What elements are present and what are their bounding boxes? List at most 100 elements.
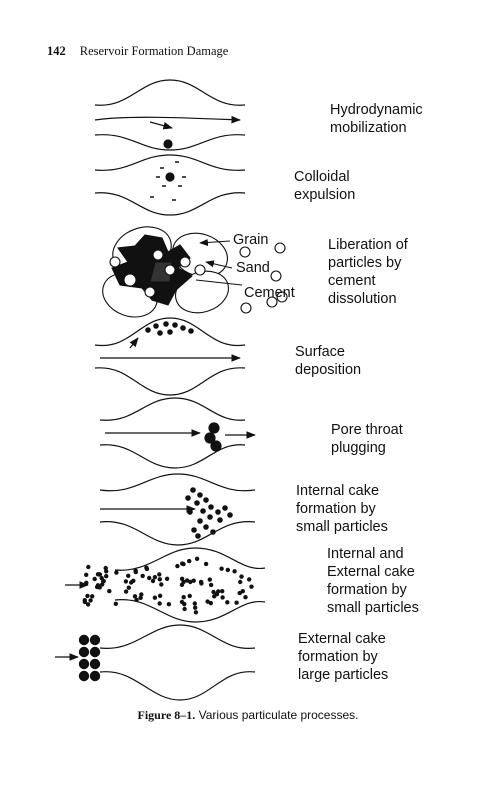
particle [82, 599, 88, 605]
particle [85, 593, 90, 599]
particle [225, 600, 230, 605]
particle [92, 576, 97, 582]
particle [239, 574, 244, 579]
page-number: 142 [47, 44, 66, 58]
particle [232, 569, 237, 574]
particle [220, 595, 225, 600]
particle [84, 580, 89, 585]
particle [123, 579, 129, 584]
panel-surface-deposition [94, 317, 246, 396]
label-surface-deposition: Surface deposition [295, 344, 362, 378]
particle [126, 573, 131, 578]
running-title: Reservoir Formation Damage [79, 44, 229, 58]
particle [85, 602, 91, 607]
particle [126, 585, 131, 590]
particle [194, 556, 200, 561]
label-cement: Cement [244, 285, 295, 301]
particle [159, 582, 164, 587]
caption-text: Various particulate processes. [198, 708, 359, 722]
label-cement-dissolution: Liberation of particles by cement dissol… [328, 237, 408, 307]
particle [249, 584, 254, 589]
particle [152, 595, 158, 600]
particle [166, 602, 172, 607]
particle [205, 599, 210, 604]
particle [150, 578, 156, 584]
particle [84, 572, 89, 577]
particle [157, 593, 163, 598]
particle [187, 593, 192, 599]
particle [134, 597, 139, 603]
particle [199, 581, 204, 586]
label-hydrodynamic-mobilization: Hydrodynamic mobilization [330, 102, 423, 136]
panel-external-cake [55, 624, 256, 701]
panel-internal-cake [99, 473, 256, 546]
particle [114, 570, 119, 575]
particle [191, 578, 196, 583]
particle [107, 588, 112, 594]
particle [247, 577, 252, 582]
particle [101, 578, 106, 584]
particle [123, 589, 129, 594]
particle [144, 565, 149, 570]
particle [238, 579, 243, 585]
label-grain: Grain [233, 232, 269, 248]
particle [88, 598, 93, 603]
label-pore-throat-plugging: Pore throat plugging [331, 422, 403, 456]
particle [203, 561, 209, 567]
particle [211, 589, 216, 595]
particle [152, 575, 158, 580]
particle [234, 600, 239, 605]
particle [157, 601, 162, 606]
panel-cement-dissolution [102, 226, 288, 318]
label-internal-external-cake: Internal and External cake formation by … [327, 546, 419, 616]
particle [113, 601, 119, 606]
particle [179, 576, 185, 581]
page-header: 142 Reservoir Formation Damage [47, 44, 228, 59]
particle [175, 563, 180, 569]
label-sand: Sand [236, 260, 270, 276]
particle [131, 578, 136, 583]
particle [208, 582, 214, 588]
particle [90, 594, 95, 599]
particle [237, 590, 242, 596]
particle [220, 589, 225, 594]
particle [182, 606, 187, 612]
particle [104, 569, 109, 574]
particle [181, 595, 186, 600]
particle [187, 558, 192, 564]
figure-number: Figure 8–1. [137, 708, 196, 722]
particle [157, 572, 162, 577]
particle [192, 601, 197, 606]
particle [193, 605, 198, 610]
particle [157, 577, 162, 582]
panel-colloidal-expulsion [94, 154, 246, 216]
particle [139, 592, 144, 597]
particle [188, 579, 193, 585]
label-external-cake: External cake formation by large particl… [298, 631, 389, 683]
particle [182, 601, 187, 607]
particle [140, 573, 145, 579]
particle [138, 595, 143, 600]
particle [216, 589, 221, 594]
particle [225, 567, 230, 573]
particle [243, 595, 248, 600]
particle [147, 575, 152, 581]
figure-caption: Figure 8–1. Various particulate processe… [0, 708, 496, 723]
label-colloidal-expulsion: Colloidal expulsion [294, 169, 356, 203]
particle [180, 561, 185, 566]
label-internal-cake: Internal cake formation by small particl… [296, 483, 388, 535]
particle [94, 584, 100, 590]
particle [164, 576, 170, 581]
particle [219, 566, 224, 571]
particle [133, 569, 138, 575]
particle [100, 582, 105, 587]
particle [207, 577, 212, 582]
particle [86, 564, 91, 570]
particle [104, 574, 109, 579]
particle [193, 610, 199, 615]
panel-pore-throat-plugging [99, 397, 256, 469]
panel-internal-external-cake [65, 547, 266, 623]
particle [96, 572, 102, 577]
particle [132, 594, 138, 599]
